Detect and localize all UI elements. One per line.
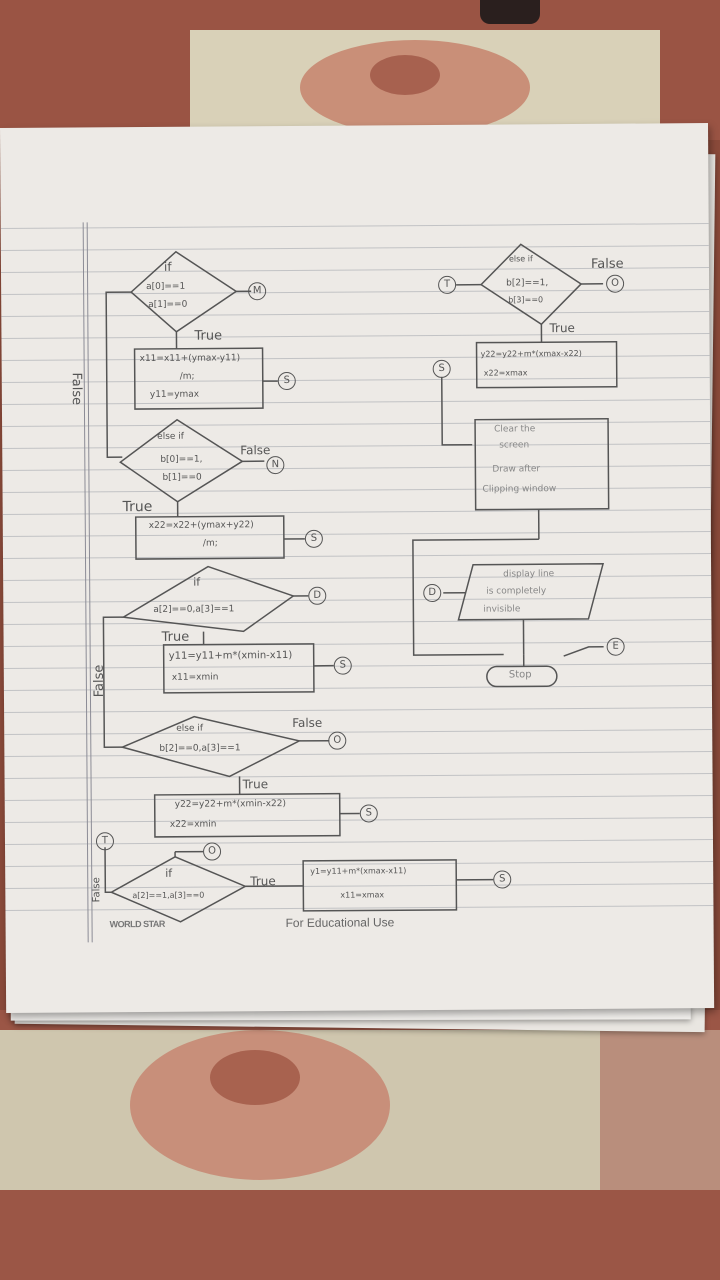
d2-condition-1: b[0]==1, bbox=[160, 454, 203, 465]
b3-line2: x11=xmin bbox=[171, 672, 219, 683]
d5-false-label: False bbox=[91, 877, 103, 903]
d5-true-label: True bbox=[250, 874, 276, 889]
d1-condition-2: a[1]==0 bbox=[148, 299, 188, 310]
flower-top-center bbox=[370, 55, 440, 95]
d2-true-label: True bbox=[122, 498, 153, 516]
b1-line2: /m; bbox=[179, 371, 195, 382]
b6-connector: S bbox=[432, 359, 451, 378]
d2-keyword: else if bbox=[157, 431, 184, 442]
tablecloth-right-panel bbox=[600, 1030, 720, 1190]
b4-line1: y22=y22+m*(xmin-x22) bbox=[174, 799, 287, 810]
d5-condition: a[2]==1,a[3]==0 bbox=[132, 890, 205, 901]
flowchart-connectors bbox=[102, 243, 618, 923]
d5-keyword: if bbox=[165, 866, 173, 880]
b2-connector: S bbox=[304, 529, 323, 548]
d3-condition: a[2]==0,a[3]==1 bbox=[153, 604, 235, 615]
b5-line1: y1=y11+m*(xmax-x11) bbox=[310, 866, 407, 876]
d3-false-label: False bbox=[91, 664, 107, 698]
b1-line1: x11=x11+(ymax-y11) bbox=[139, 353, 241, 365]
b2-line2: /m; bbox=[202, 538, 218, 549]
d3-keyword: if bbox=[193, 575, 201, 589]
stop-label: Stop bbox=[508, 669, 532, 681]
b7-line1: Clear the bbox=[494, 424, 536, 435]
d6-keyword: else if bbox=[508, 254, 533, 264]
d5-side-connector: T bbox=[95, 832, 115, 851]
b7-line3: Draw after bbox=[492, 464, 541, 475]
b5-line2: x11=xmax bbox=[340, 890, 385, 900]
d1-connector: M bbox=[248, 282, 267, 301]
brand-logo-text: WORLD STAR bbox=[109, 918, 165, 930]
d6-false-label: False bbox=[590, 256, 624, 272]
b4-line2: x22=xmin bbox=[169, 819, 217, 830]
d4-true-label: True bbox=[242, 777, 269, 792]
d6-in-connector: T bbox=[438, 275, 457, 294]
d1-false-label: False bbox=[68, 372, 84, 406]
p1-line2: is completely bbox=[486, 586, 547, 597]
p1-line3: invisible bbox=[483, 604, 521, 615]
b6-line2: x22=xmax bbox=[483, 368, 528, 378]
d4-keyword: else if bbox=[176, 723, 204, 734]
d1-true-label: True bbox=[194, 328, 223, 344]
notebook-page: if a[0]==1 a[1]==0 M True False x11=x11+… bbox=[0, 123, 715, 1013]
b4-connector: S bbox=[359, 804, 378, 823]
d1-condition-1: a[0]==1 bbox=[146, 281, 186, 292]
b3-connector: S bbox=[333, 656, 352, 675]
d4-connector: O bbox=[328, 731, 347, 750]
b5-connector: S bbox=[493, 870, 512, 889]
d2-condition-2: b[1]==0 bbox=[162, 472, 202, 483]
b7-line4: Clipping window bbox=[482, 484, 557, 495]
d6-true-label: True bbox=[549, 320, 575, 336]
d6-condition-1: b[2]==1, bbox=[506, 278, 549, 289]
b3-line1: y11=y11+m*(xmin-x11) bbox=[168, 649, 293, 662]
p1-connector: D bbox=[423, 583, 442, 603]
dark-object bbox=[480, 0, 540, 24]
d3-true-label: True bbox=[161, 629, 190, 645]
d1-keyword: if bbox=[163, 259, 172, 274]
b7-line2: screen bbox=[499, 440, 530, 451]
d4-condition: b[2]==0,a[3]==1 bbox=[159, 743, 241, 754]
p1-line1: display line bbox=[503, 569, 555, 580]
b2-line1: x22=x22+(ymax+y22) bbox=[148, 520, 254, 531]
educational-note: For Educational Use bbox=[285, 915, 395, 931]
d2-false-label: False bbox=[240, 443, 271, 458]
d3-connector: D bbox=[308, 586, 327, 605]
d6-condition-2: b[3]==0 bbox=[508, 295, 544, 305]
b6-line1: y22=y22+m*(xmax-x22) bbox=[480, 348, 582, 359]
b1-connector: S bbox=[277, 371, 296, 391]
d5-top-connector: O bbox=[202, 842, 222, 861]
flower-bottom-center bbox=[210, 1050, 300, 1105]
d6-out-connector: O bbox=[606, 274, 625, 293]
d2-connector: N bbox=[266, 456, 285, 475]
b1-line3: y11=ymax bbox=[149, 389, 200, 400]
stop-connector: E bbox=[606, 637, 625, 656]
d4-false-label: False bbox=[292, 715, 323, 730]
